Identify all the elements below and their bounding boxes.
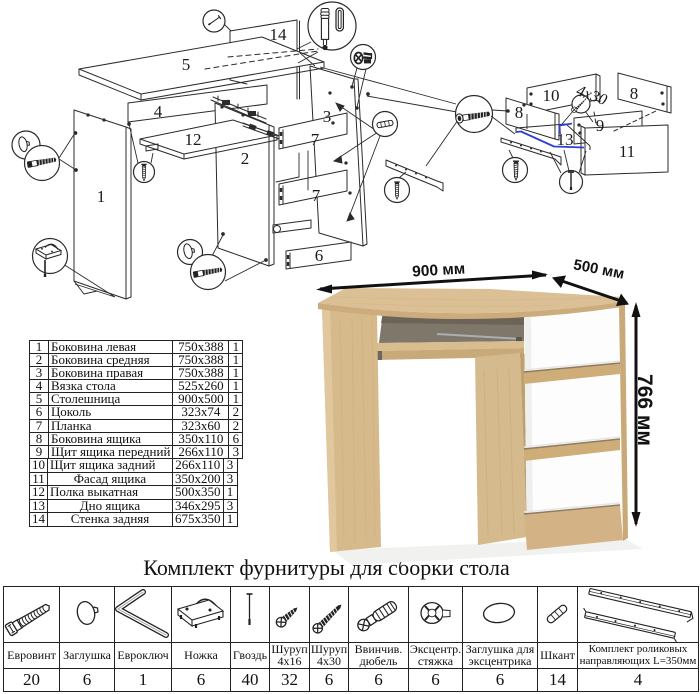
svg-text:500 мм: 500 мм [572, 256, 626, 282]
svg-text:10: 10 [543, 86, 560, 105]
svg-text:12: 12 [185, 130, 202, 149]
svg-text:4: 4 [154, 102, 163, 121]
svg-text:3: 3 [323, 107, 332, 126]
svg-text:7: 7 [312, 186, 321, 205]
svg-text:1: 1 [97, 187, 106, 206]
svg-text:900 мм: 900 мм [412, 260, 466, 280]
svg-text:6: 6 [315, 246, 324, 265]
svg-text:8: 8 [630, 84, 639, 103]
svg-text:14: 14 [270, 25, 288, 44]
svg-text:13: 13 [557, 130, 574, 149]
svg-text:9: 9 [596, 116, 605, 135]
svg-text:5: 5 [182, 55, 191, 74]
svg-text:11: 11 [619, 142, 635, 161]
svg-text:2: 2 [241, 149, 250, 168]
svg-text:8: 8 [515, 103, 524, 122]
svg-text:7: 7 [311, 130, 320, 149]
svg-text:766 мм: 766 мм [633, 374, 656, 446]
